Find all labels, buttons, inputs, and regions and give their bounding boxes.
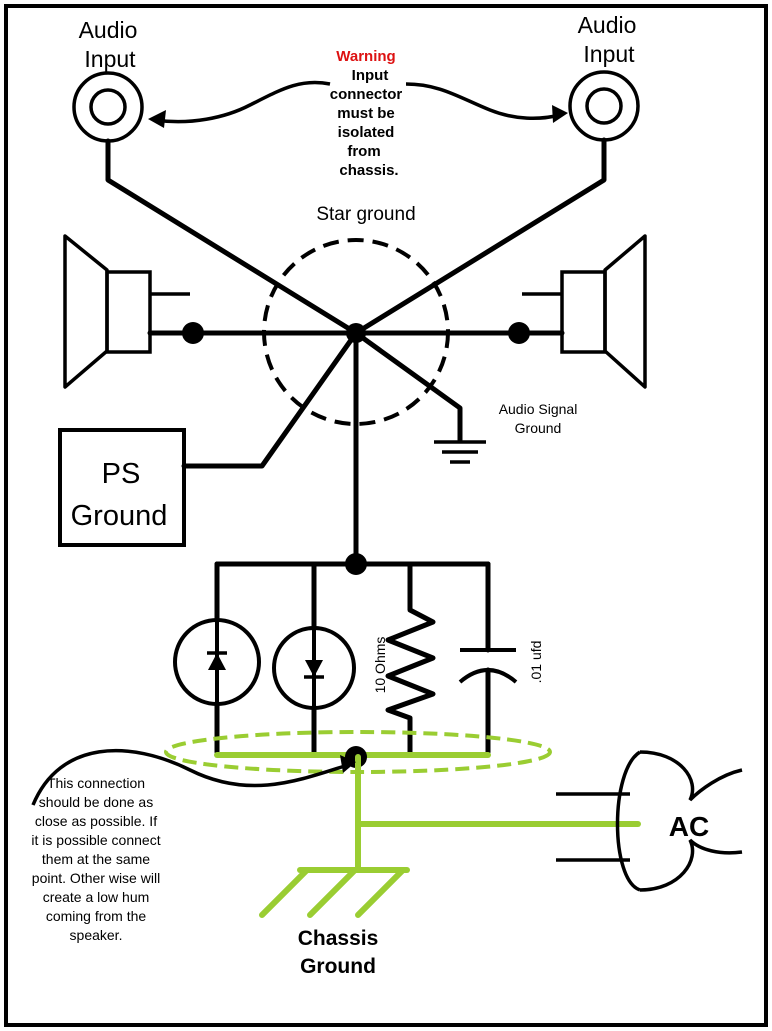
warning-line-3: must be [337,105,395,122]
chassis-ground-label-2: Ground [300,955,376,978]
connection-note-line-9: speaker. [70,927,123,943]
audio-input-left-connector [72,71,144,143]
audio-input-left-label-1: Audio [79,17,138,43]
left-input-wire [105,138,359,336]
right-speaker [522,234,647,389]
warning-line-6: chassis. [339,162,398,179]
audio-signal-ground-symbol [434,440,486,464]
audio-input-right-label-2: Input [583,41,635,67]
chassis-ground-label-1: Chassis [298,927,379,950]
diode-1 [173,618,261,706]
left-speaker [63,234,190,389]
audio-signal-ground-wire [353,330,463,443]
resistor-label: 10 Ohms [372,637,388,694]
capacitor [458,561,518,755]
ps-ground-wire [181,330,359,469]
resistor [385,561,436,755]
connection-note-line-7: create a low hum [43,889,150,905]
connection-note-line-5: them at the same [42,851,150,867]
warning-line-4: isolated [338,124,395,141]
capacitor-label: .01 ufd [528,641,544,684]
audio-input-left-label-2: Input [84,46,136,72]
connection-note-line-2: should be done as [39,794,153,810]
diagram-border [4,4,768,1027]
connection-note-line-8: coming from the [46,908,147,924]
audio-input-right-connector [568,70,640,142]
warning-title: Warning [336,48,395,65]
connection-note-line-1: This connection [47,775,145,791]
warning-arrow-left [148,80,331,128]
right-speaker-junction [508,322,530,344]
ps-ground-label-1: PS [102,458,141,490]
warning-line-2: connector [330,86,403,103]
ac-label: AC [669,811,709,842]
diode-2 [272,626,356,710]
audio-input-right-label-1: Audio [578,12,637,38]
connection-note-line-4: it is possible connect [31,832,160,848]
right-input-wire [353,137,607,336]
audio-signal-ground-label-1: Audio Signal [499,401,578,417]
ps-ground-label-2: Ground [71,500,168,532]
warning-line-5: from [347,143,380,160]
chassis-ground-symbol [259,867,410,918]
connection-note-line-6: point. Other wise will [32,870,160,886]
connection-note-arrow [31,748,356,806]
audio-signal-ground-label-2: Ground [515,420,562,436]
ac-plug [556,750,743,892]
connection-note-line-3: close as possible. If [35,813,157,829]
left-speaker-junction [182,322,204,344]
ps-ground-box [58,428,186,547]
warning-line-1: Input [352,67,389,84]
warning-arrow-right [405,82,568,123]
star-ground-label: Star ground [316,204,415,225]
